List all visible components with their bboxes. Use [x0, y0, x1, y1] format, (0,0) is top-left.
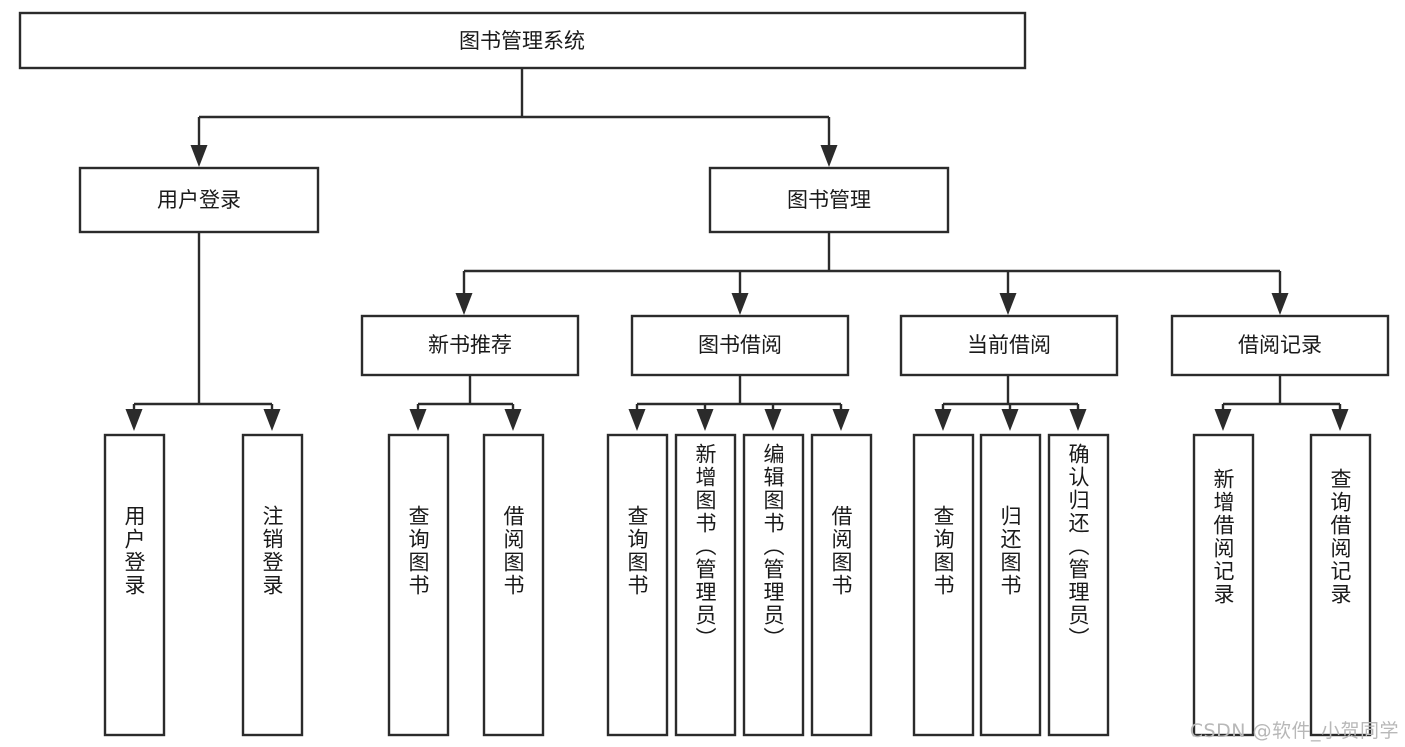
arrow-to-user-login — [190, 145, 208, 167]
leaf-cb-return-book-box[interactable] — [979, 433, 1042, 737]
leaf-nbr-borrow-book-label: 借阅图书 — [501, 505, 525, 597]
leaf-nbr-borrow-book-box[interactable] — [482, 433, 545, 737]
leaf-br-query-record-label: 查询借阅记录 — [1328, 468, 1352, 606]
arrow-to-leaf-br-add-record — [1214, 409, 1232, 431]
arrow-to-leaf-cb-query-book — [934, 409, 952, 431]
leaf-logout[interactable]: 注销登录 — [241, 433, 304, 737]
node-user-login-box[interactable] — [78, 166, 320, 234]
leaf-cb-confirm-return-label: 确认归还（管理员） — [1066, 443, 1090, 650]
node-root-label: 图书管理系统 — [459, 29, 585, 53]
leaf-bb-edit-book-box[interactable] — [742, 433, 805, 737]
node-book-manage-box[interactable] — [708, 166, 950, 234]
leaf-bb-borrow-book-label: 借阅图书 — [829, 505, 853, 597]
leaf-bb-edit-book-label: 编辑图书（管理员） — [761, 443, 785, 650]
node-borrow-record[interactable]: 借阅记录 — [1170, 314, 1390, 377]
leaf-user-login[interactable]: 用户登录 — [103, 433, 166, 737]
arrow-to-leaf-bb-borrow-book — [832, 409, 850, 431]
leaf-br-query-record-box[interactable] — [1309, 433, 1372, 737]
node-current-borrow[interactable]: 当前借阅 — [899, 314, 1119, 377]
node-book-manage[interactable]: 图书管理 — [708, 166, 950, 234]
leaf-cb-confirm-return-box[interactable] — [1047, 433, 1110, 737]
arrow-to-current-borrow — [999, 293, 1017, 315]
leaf-logout-box[interactable] — [241, 433, 304, 737]
leaf-user-login-box[interactable] — [103, 433, 166, 737]
arrow-to-leaf-nbr-borrow-book — [504, 409, 522, 431]
leaf-cb-query-book-box[interactable] — [912, 433, 975, 737]
node-book-manage-label: 图书管理 — [787, 188, 871, 212]
leaf-nbr-query-book[interactable]: 查询图书 — [387, 433, 450, 737]
leaf-bb-edit-book[interactable]: 编辑图书（管理员） — [742, 433, 805, 737]
leaf-bb-query-book[interactable]: 查询图书 — [606, 433, 669, 737]
node-root-box[interactable] — [18, 11, 1027, 70]
leaf-cb-confirm-return[interactable]: 确认归还（管理员） — [1047, 433, 1110, 737]
leaf-bb-query-book-box[interactable] — [606, 433, 669, 737]
leaf-nbr-borrow-book[interactable]: 借阅图书 — [482, 433, 545, 737]
node-borrow-record-box[interactable] — [1170, 314, 1390, 377]
node-user-login[interactable]: 用户登录 — [78, 166, 320, 234]
node-book-borrow-box[interactable] — [630, 314, 850, 377]
node-root-system[interactable]: 图书管理系统 — [18, 11, 1027, 70]
leaf-nbr-query-book-box[interactable] — [387, 433, 450, 737]
arrow-to-leaf-bb-edit-book — [764, 409, 782, 431]
node-book-borrow-label: 图书借阅 — [698, 333, 782, 357]
leaf-cb-return-book[interactable]: 归还图书 — [979, 433, 1042, 737]
arrow-to-leaf-user-login — [125, 409, 143, 431]
leaf-bb-borrow-book[interactable]: 借阅图书 — [810, 433, 873, 737]
leaf-bb-query-book-label: 查询图书 — [625, 505, 649, 597]
arrow-to-leaf-cb-return-book — [1001, 409, 1019, 431]
leaf-bb-add-book-box[interactable] — [674, 433, 737, 737]
arrow-to-leaf-logout — [263, 409, 281, 431]
arrow-to-leaf-cb-confirm-return — [1069, 409, 1087, 431]
arrow-to-book-borrow — [731, 293, 749, 315]
arrow-to-leaf-bb-query-book — [628, 409, 646, 431]
connector-layer — [125, 68, 1349, 431]
node-new-book-recommend-label: 新书推荐 — [428, 333, 512, 357]
leaf-cb-return-book-label: 归还图书 — [998, 505, 1022, 597]
arrow-to-borrow-record — [1271, 293, 1289, 315]
leaf-logout-label: 注销登录 — [260, 505, 284, 597]
leaf-user-login-label: 用户登录 — [122, 505, 146, 597]
leaf-nbr-query-book-label: 查询图书 — [406, 505, 430, 597]
node-new-book-recommend-box[interactable] — [360, 314, 580, 377]
arrow-to-new-book-recommend — [455, 293, 473, 315]
arrow-to-leaf-bb-add-book — [696, 409, 714, 431]
arrow-to-book-manage — [820, 145, 838, 167]
leaf-bb-borrow-book-box[interactable] — [810, 433, 873, 737]
leaf-br-add-record[interactable]: 新增借阅记录 — [1192, 433, 1255, 737]
leaf-br-add-record-label: 新增借阅记录 — [1211, 468, 1235, 606]
node-new-book-recommend[interactable]: 新书推荐 — [360, 314, 580, 377]
leaf-cb-query-book-label: 查询图书 — [931, 505, 955, 597]
node-book-borrow[interactable]: 图书借阅 — [630, 314, 850, 377]
leaf-br-query-record[interactable]: 查询借阅记录 — [1309, 433, 1372, 737]
leaf-br-add-record-box[interactable] — [1192, 433, 1255, 737]
node-borrow-record-label: 借阅记录 — [1238, 333, 1322, 357]
node-current-borrow-label: 当前借阅 — [967, 333, 1051, 357]
node-current-borrow-box[interactable] — [899, 314, 1119, 377]
leaf-cb-query-book[interactable]: 查询图书 — [912, 433, 975, 737]
leaf-bb-add-book[interactable]: 新增图书（管理员） — [674, 433, 737, 737]
arrow-to-leaf-nbr-query-book — [409, 409, 427, 431]
node-user-login-label: 用户登录 — [157, 188, 241, 212]
arrow-to-leaf-br-query-record — [1331, 409, 1349, 431]
leaf-bb-add-book-label: 新增图书（管理员） — [693, 443, 717, 650]
